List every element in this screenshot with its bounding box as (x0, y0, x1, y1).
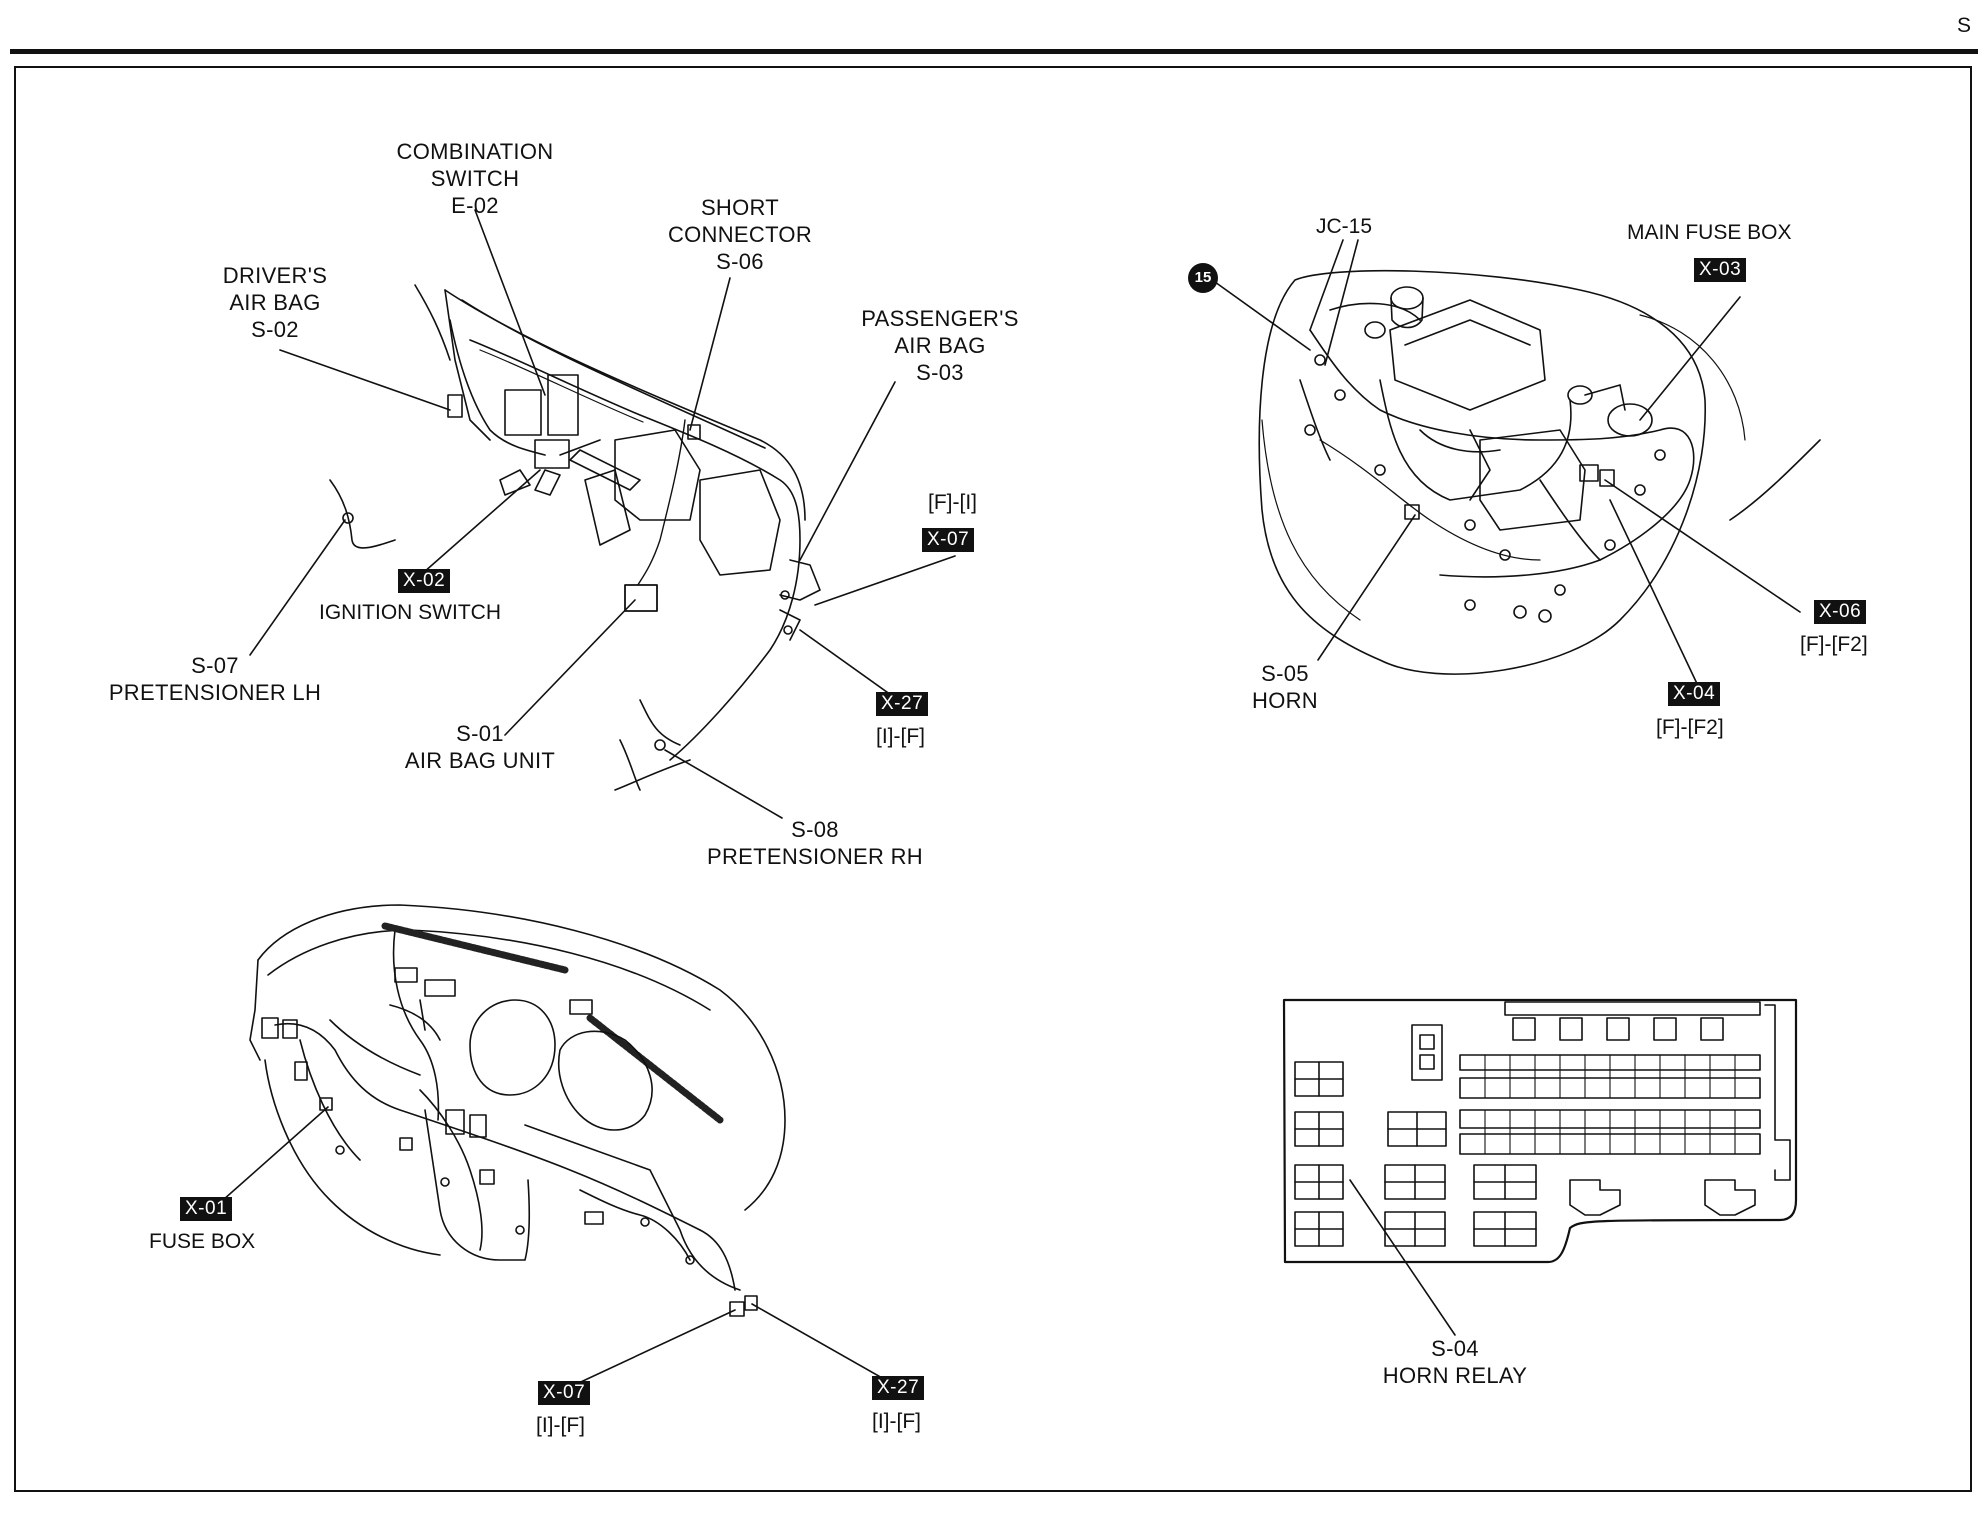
label-pretensioner-rh: S-08 PRETENSIONER RH (680, 816, 950, 870)
label-combination-switch-code: E-02 (451, 193, 499, 218)
x07-top-code: X-07 (922, 528, 975, 552)
horn-relay-name: HORN RELAY (1382, 1363, 1528, 1388)
air-bag-unit-name: AIR BAG UNIT (404, 748, 556, 773)
label-combination-switch: COMBINATION SWITCH E-02 (370, 138, 580, 219)
x02-code: X-02 (398, 569, 451, 593)
x07-top-spec: [F]-[I] (928, 491, 977, 514)
horn-code: S-05 (1261, 661, 1309, 686)
x06-code: X-06 (1814, 600, 1867, 624)
label-drivers-air-bag: DRIVER'S AIR BAG S-02 (180, 262, 370, 343)
label-passengers-air-bag-line2: AIR BAG (894, 333, 986, 358)
pretensioner-rh-code: S-08 (791, 817, 839, 842)
label-horn: S-05 HORN (1225, 660, 1345, 714)
label-short-connector: SHORT CONNECTOR S-06 (640, 194, 840, 275)
label-passengers-air-bag-code: S-03 (916, 360, 964, 385)
label-horn-relay: S-04 HORN RELAY (1350, 1335, 1560, 1389)
label-short-connector-line1: SHORT (700, 195, 780, 220)
engine-bay-drawing (1202, 239, 1821, 691)
x01-code: X-01 (180, 1197, 233, 1221)
x27-bottom-code: X-27 (872, 1376, 925, 1400)
label-drivers-air-bag-line1: DRIVER'S (222, 263, 328, 288)
x27-top-code: X-27 (876, 692, 929, 716)
ignition-switch-name: IGNITION SWITCH (319, 601, 501, 624)
lower-dashboard-drawing (222, 904, 899, 1388)
relay-box-drawing (1282, 998, 1798, 1336)
x07-bottom-code: X-07 (538, 1381, 591, 1405)
air-bag-unit-code: S-01 (456, 721, 504, 746)
x06-spec: [F]-[F2] (1800, 633, 1868, 656)
header-rule (10, 49, 1978, 54)
label-drivers-air-bag-line2: AIR BAG (229, 290, 321, 315)
x04-code: X-04 (1668, 682, 1721, 706)
x07-bottom-spec: [I]-[F] (536, 1414, 585, 1437)
x03-code: X-03 (1694, 258, 1747, 282)
label-combination-switch-line2: SWITCH (430, 166, 520, 191)
x27-top-spec: [I]-[F] (876, 725, 925, 748)
pretensioner-lh-code: S-07 (191, 653, 239, 678)
label-combination-switch-line1: COMBINATION (396, 139, 554, 164)
label-short-connector-line2: CONNECTOR (667, 222, 813, 247)
x04-spec: [F]-[F2] (1656, 716, 1724, 739)
horn-relay-code: S-04 (1431, 1336, 1479, 1361)
section-letter: S (1957, 14, 1972, 37)
x27-bottom-spec: [I]-[F] (872, 1410, 921, 1433)
label-drivers-air-bag-code: S-02 (251, 317, 299, 342)
jc15-label: JC-15 (1316, 215, 1373, 238)
pretensioner-rh-name: PRETENSIONER RH (707, 844, 923, 869)
main-fuse-box-name: MAIN FUSE BOX (1627, 221, 1792, 244)
label-passengers-air-bag-line1: PASSENGER'S (861, 306, 1019, 331)
label-passengers-air-bag: PASSENGER'S AIR BAG S-03 (840, 305, 1040, 386)
label-pretensioner-lh: S-07 PRETENSIONER LH (80, 652, 350, 706)
horn-name: HORN (1252, 688, 1318, 713)
ground-point-badge: 15 (1188, 263, 1218, 293)
diagram-frame (14, 66, 1972, 1492)
upper-dashboard-drawing (249, 209, 956, 819)
label-air-bag-unit: S-01 AIR BAG UNIT (370, 720, 590, 774)
pretensioner-lh-name: PRETENSIONER LH (108, 680, 322, 705)
fuse-box-name: FUSE BOX (149, 1230, 256, 1253)
label-short-connector-code: S-06 (716, 249, 764, 274)
